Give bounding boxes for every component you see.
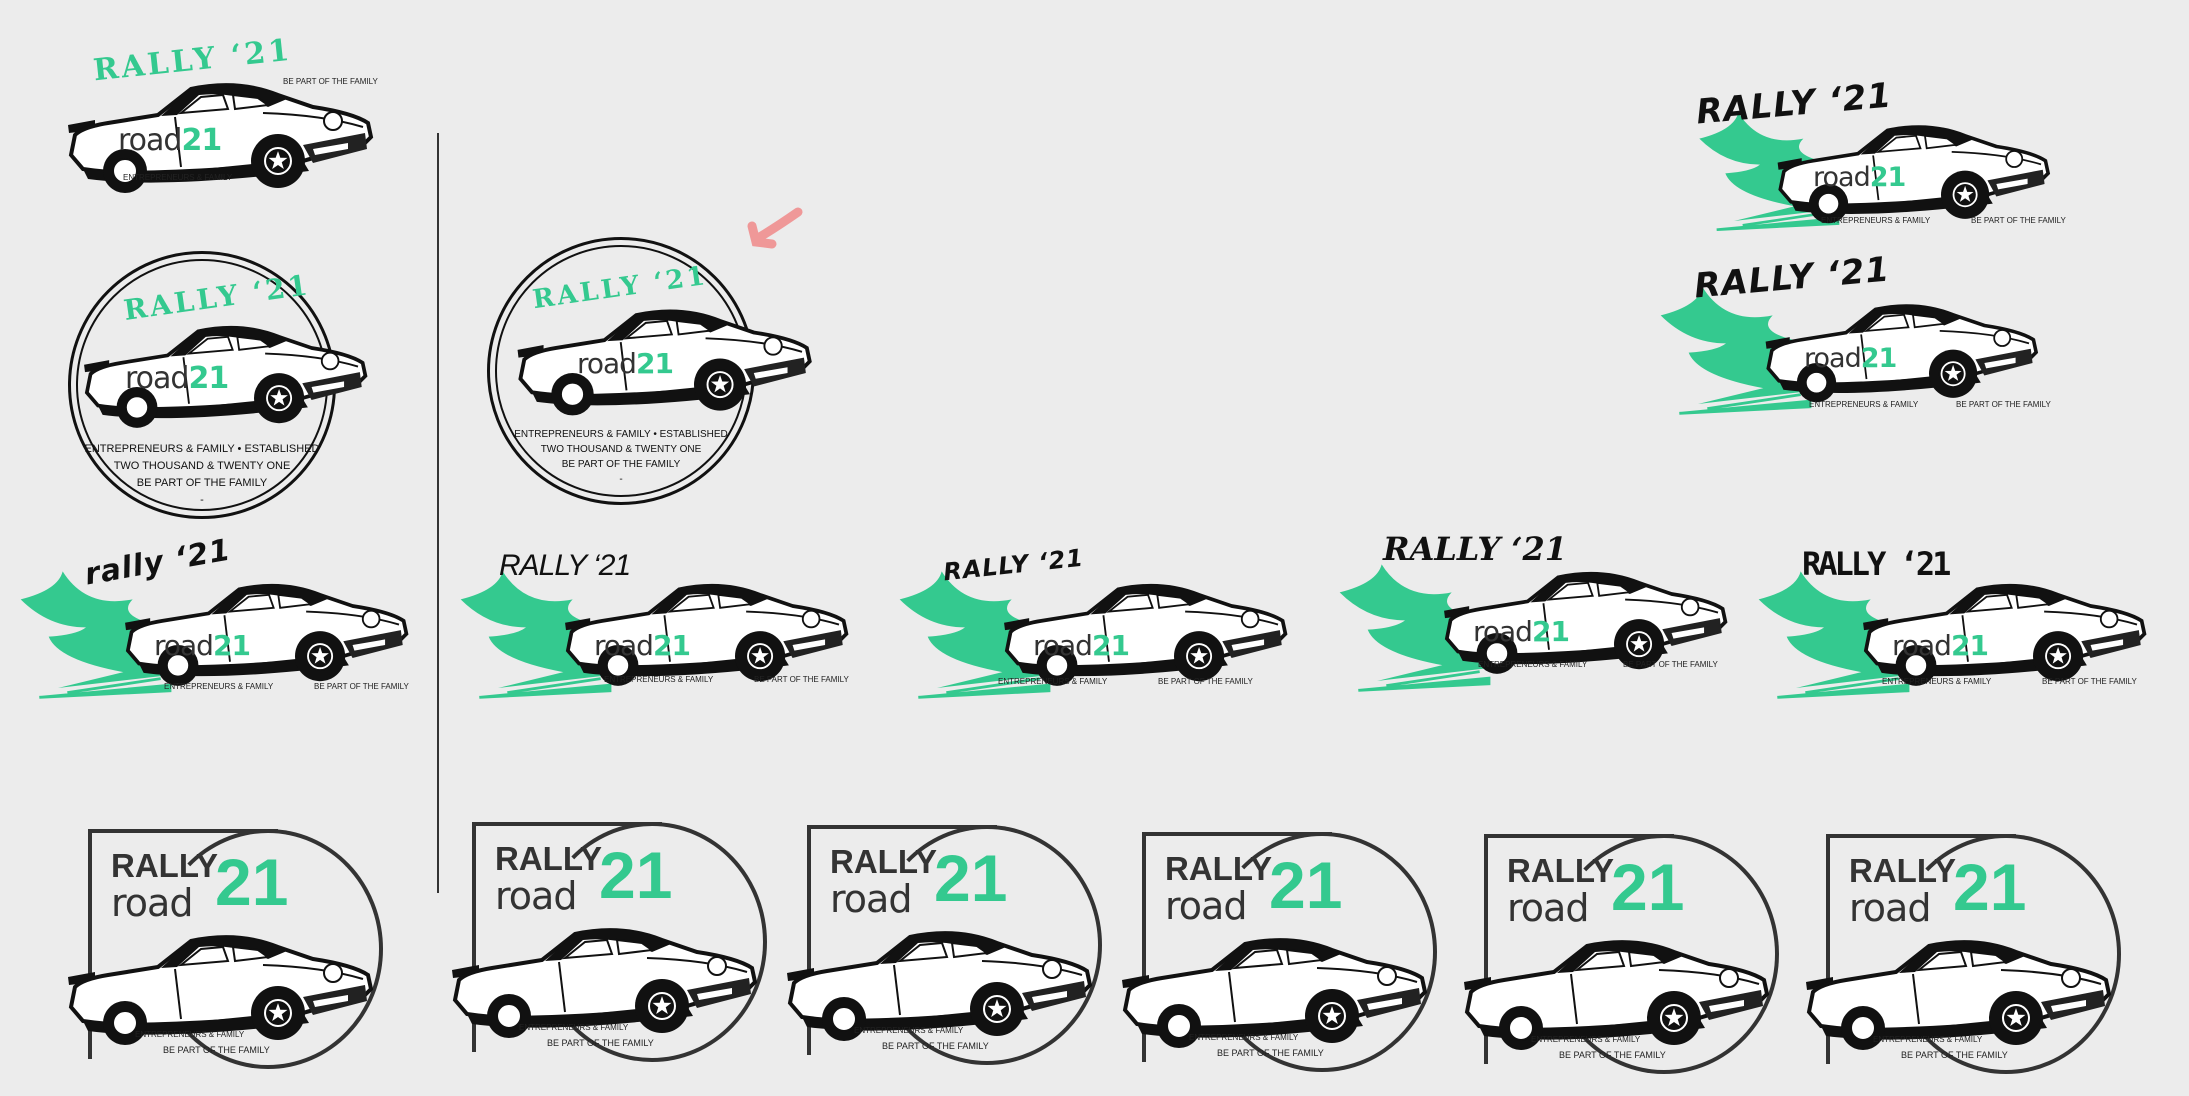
logo-seal-selected: RALLY ‘21 road21 ENTREPRENEURS & FAMILY … bbox=[482, 237, 832, 507]
logo-badge: RALLY road 21 ENTREPRENEURS & FAMILY BE … bbox=[1801, 822, 2131, 1084]
number-21: 21 bbox=[1953, 850, 2027, 924]
number-21: 21 bbox=[1611, 850, 1685, 924]
road21-mark: road21 bbox=[118, 123, 222, 158]
road21-mark: road21 bbox=[1813, 162, 1906, 193]
rally-word: RALLY bbox=[830, 843, 937, 880]
seal-dash: - bbox=[619, 474, 623, 485]
tagline-family: BE PART OF THE FAMILY bbox=[547, 1038, 654, 1048]
tagline-family: BE PART OF THE FAMILY bbox=[314, 682, 409, 691]
tagline-family: BE PART OF THE FAMILY bbox=[1623, 660, 1718, 669]
car-illustration bbox=[1749, 288, 2059, 413]
number-21: 21 bbox=[215, 845, 289, 919]
logo-flame-row-5: RALLY ‘21 road21 ENTREPRENEURS & FAMILY … bbox=[1752, 537, 2162, 702]
tagline: ENTREPRENEURS & FAMILY bbox=[854, 1026, 964, 1035]
rally-title: RALLY ‘21 bbox=[1802, 545, 1951, 583]
road21-mark: road21 bbox=[577, 347, 674, 380]
road-word: road bbox=[495, 874, 577, 918]
logo-badge: RALLY road 21 ENTREPRENEURS & FAMILY BE … bbox=[63, 817, 393, 1079]
rally-word: RALLY bbox=[1165, 850, 1272, 887]
car-illustration bbox=[63, 65, 383, 205]
tagline: ENTREPRENEURS & FAMILY bbox=[1873, 1035, 1983, 1044]
tagline: ENTREPRENEURS & FAMILY bbox=[1531, 1035, 1641, 1044]
road21-mark: road21 bbox=[1804, 343, 1897, 374]
logo-badge: RALLY road 21 ENTREPRENEURS & FAMILY BE … bbox=[447, 810, 777, 1072]
seal-line-1: ENTREPRENEURS & FAMILY • ESTABLISHED bbox=[514, 429, 728, 440]
road21-mark: road21 bbox=[154, 629, 251, 662]
rally-word: RALLY bbox=[1507, 852, 1614, 889]
rally-title: RALLY ‘21 bbox=[499, 549, 631, 582]
seal-line-3: BE PART OF THE FAMILY bbox=[561, 459, 681, 470]
rally-word: RALLY bbox=[1849, 852, 1956, 889]
tagline-family: BE PART OF THE FAMILY bbox=[882, 1041, 989, 1051]
tagline-family: BE PART OF THE FAMILY bbox=[754, 675, 849, 684]
seal-dash: - bbox=[200, 494, 204, 506]
logo-arched-rally: RALLY ‘21 BE PART OF THE FAMILY road21 E… bbox=[63, 33, 393, 210]
tagline-family: BE PART OF THE FAMILY bbox=[1971, 216, 2066, 225]
logo-flame-top-1: RALLY ‘21 road21 ENTREPRENEURS & FAMILY … bbox=[1661, 76, 2081, 234]
logo-seal-left: RALLY ‘21 road21 ENTREPRENEURS & FAMILY … bbox=[63, 251, 393, 521]
road-word: road bbox=[1507, 886, 1589, 930]
road21-mark: road21 bbox=[125, 361, 229, 396]
tagline-family: BE PART OF THE FAMILY bbox=[2042, 677, 2137, 686]
tagline: ENTREPRENEURS & FAMILY bbox=[164, 682, 274, 691]
tagline-family: BE PART OF THE FAMILY bbox=[1901, 1050, 2008, 1060]
logo-badge: RALLY road 21 ENTREPRENEURS & FAMILY BE … bbox=[1117, 820, 1447, 1082]
road21-mark: road21 bbox=[1892, 629, 1989, 662]
tagline: ENTREPRENEURS & FAMILY bbox=[1478, 660, 1588, 669]
logo-flame-row-1: rally ‘21 road21 ENTREPRENEURS & FAMILY … bbox=[14, 532, 424, 702]
rally-word: RALLY bbox=[495, 840, 602, 877]
logo-badge: RALLY road 21 ENTREPRENEURS & FAMILY BE … bbox=[1459, 822, 1789, 1084]
tagline-family: BE PART OF THE FAMILY bbox=[163, 1045, 270, 1055]
road21-mark: road21 bbox=[594, 629, 691, 662]
number-21: 21 bbox=[1269, 848, 1343, 922]
seal-line-2: TWO THOUSAND & TWENTY ONE bbox=[540, 444, 702, 455]
tagline-family: BE PART OF THE FAMILY bbox=[283, 77, 378, 86]
seal-text: ENTREPRENEURS & FAMILY • ESTABLISHED TWO… bbox=[83, 441, 321, 509]
tagline-family: BE PART OF THE FAMILY bbox=[1217, 1048, 1324, 1058]
logo-badge: RALLY road 21 ENTREPRENEURS & FAMILY BE … bbox=[782, 813, 1112, 1075]
annotation-arrow-icon bbox=[747, 207, 803, 249]
logo-flame-row-4: RALLY ‘21 road21 ENTREPRENEURS & FAMILY … bbox=[1333, 530, 1743, 695]
tagline: ENTREPRENEURS & FAMILY bbox=[519, 1023, 629, 1032]
divider-line bbox=[437, 133, 439, 893]
road21-mark: road21 bbox=[1473, 615, 1570, 648]
tagline: ENTREPRENEURS & FAMILY bbox=[135, 1030, 245, 1039]
logo-flame-top-2: RALLY ‘21 road21 ENTREPRENEURS & FAMILY … bbox=[1654, 250, 2074, 418]
seal-line-3: BE PART OF THE FAMILY bbox=[136, 477, 268, 489]
rally-title: RALLY ‘21 bbox=[1383, 530, 1568, 568]
tagline: ENTREPRENEURS & FAMILY bbox=[604, 675, 714, 684]
road-word: road bbox=[1165, 884, 1247, 928]
seal-line-1: ENTREPRENEURS & FAMILY • ESTABLISHED bbox=[84, 443, 320, 455]
tagline: ENTREPRENEURS & FAMILY bbox=[1882, 677, 1992, 686]
logo-flame-row-2: RALLY ‘21 road21 ENTREPRENEURS & FAMILY … bbox=[454, 537, 864, 702]
tagline-family: BE PART OF THE FAMILY bbox=[1559, 1050, 1666, 1060]
tagline: ENTREPRENEURS & FAMILY bbox=[123, 173, 233, 182]
tagline-family: BE PART OF THE FAMILY bbox=[1158, 677, 1253, 686]
tagline: ENTREPRENEURS & FAMILY bbox=[998, 677, 1108, 686]
road-word: road bbox=[111, 881, 193, 925]
road-word: road bbox=[1849, 886, 1931, 930]
seal-line-2: TWO THOUSAND & TWENTY ONE bbox=[113, 460, 291, 472]
road-word: road bbox=[830, 877, 912, 921]
tagline: ENTREPRENEURS & FAMILY bbox=[1189, 1033, 1299, 1042]
number-21: 21 bbox=[934, 841, 1008, 915]
number-21: 21 bbox=[599, 838, 673, 912]
tagline: ENTREPRENEURS & FAMILY bbox=[1821, 216, 1931, 225]
tagline-family: BE PART OF THE FAMILY bbox=[1956, 400, 2051, 409]
seal-text: ENTREPRENEURS & FAMILY • ESTABLISHED TWO… bbox=[502, 427, 740, 487]
logo-flame-row-3: RALLY ‘21 road21 ENTREPRENEURS & FAMILY … bbox=[893, 537, 1303, 702]
road21-mark: road21 bbox=[1033, 629, 1130, 662]
tagline: ENTREPRENEURS & FAMILY bbox=[1809, 400, 1919, 409]
rally-word: RALLY bbox=[111, 847, 218, 884]
